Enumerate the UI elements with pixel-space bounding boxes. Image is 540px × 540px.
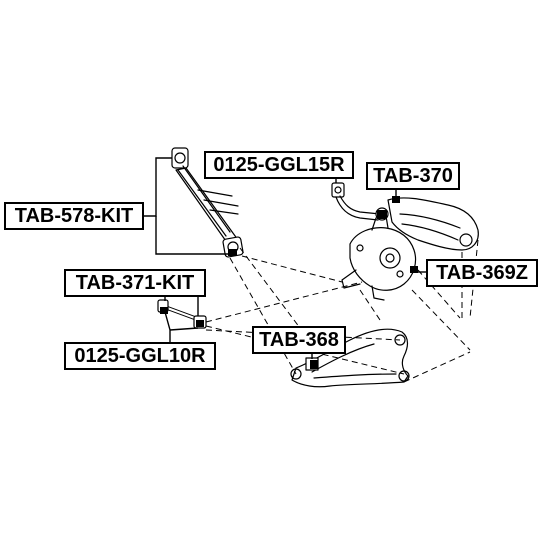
callout-tab-368: TAB-368: [252, 326, 346, 354]
callout-tab-370: TAB-370: [366, 162, 460, 190]
callout-tab-369z: TAB-369Z: [426, 259, 538, 287]
knuckle-drawing: [341, 215, 418, 301]
callout-leaders: [144, 157, 426, 359]
upper-link-drawing: [331, 182, 389, 221]
lower-arm-drawing: [290, 328, 410, 388]
upper-arm-drawing: [387, 196, 479, 251]
callout-0125-ggl10r: 0125-GGL10R: [64, 342, 216, 370]
callout-0125-ggl15r: 0125-GGL15R: [204, 151, 354, 179]
shock-absorber-drawing: [171, 147, 244, 258]
callout-tab-578-kit: TAB-578-KIT: [4, 202, 144, 230]
callout-tab-371-kit: TAB-371-KIT: [64, 269, 206, 297]
